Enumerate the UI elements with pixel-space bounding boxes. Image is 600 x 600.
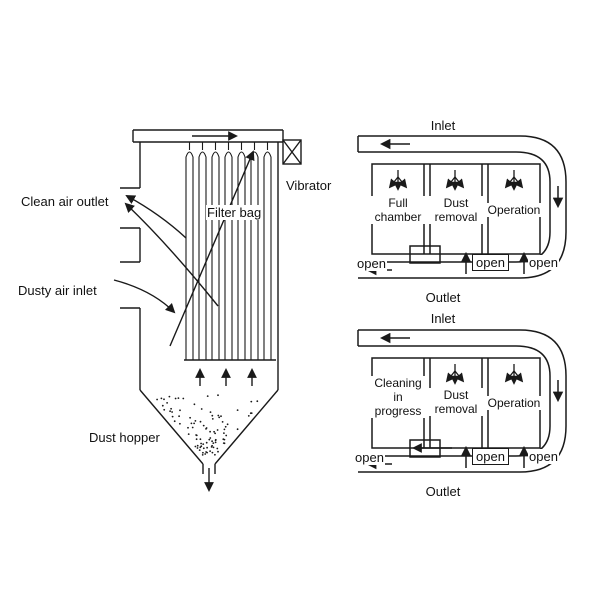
label-clean-air-outlet: Clean air outlet bbox=[20, 194, 110, 210]
label-dust-hopper: Dust hopper bbox=[88, 430, 161, 446]
chamber-label: Dust removal bbox=[429, 388, 483, 417]
valve-state-label: open bbox=[472, 254, 509, 272]
hopper-outline bbox=[139, 389, 279, 474]
flow-split-arrow bbox=[447, 170, 463, 189]
chamber-label: Operation bbox=[486, 203, 542, 218]
flow-split-arrow bbox=[390, 170, 406, 189]
flow-split-arrow bbox=[447, 364, 463, 383]
valve-state-label: open bbox=[528, 255, 559, 271]
flow-arrow-to-outlet-1 bbox=[124, 202, 219, 307]
flow-arrow-through-bags bbox=[169, 150, 255, 347]
valve-state-label: open bbox=[356, 256, 387, 272]
chamber-label: Cleaning in progress bbox=[371, 376, 425, 419]
outlet-label: Outlet bbox=[413, 484, 473, 500]
flow-split-arrow bbox=[506, 364, 522, 383]
dusty-air-inlet-duct bbox=[120, 261, 140, 309]
vibrator-icon bbox=[282, 139, 302, 165]
hopper-up-arrows bbox=[195, 368, 257, 386]
inlet-label: Inlet bbox=[413, 118, 473, 134]
clean-air-outlet-duct bbox=[120, 187, 140, 229]
chamber-label: Full chamber bbox=[371, 196, 425, 225]
flow-split-arrow bbox=[506, 170, 522, 189]
top-plate bbox=[132, 129, 284, 143]
label-filter-bag: Filter bag bbox=[206, 205, 263, 221]
outlet-label: Outlet bbox=[413, 290, 473, 306]
valve-state-label: open bbox=[472, 448, 509, 466]
baghouse-diagram bbox=[113, 129, 302, 492]
flow-arrow-inlet bbox=[113, 279, 176, 314]
chamber-mode-diagram-2 bbox=[358, 330, 566, 472]
chamber-label: Dust removal bbox=[429, 196, 483, 225]
filter-bags bbox=[185, 142, 272, 360]
inlet-label: Inlet bbox=[413, 311, 473, 327]
label-dusty-air-inlet: Dusty air inlet bbox=[17, 283, 98, 299]
valve-state-label: open bbox=[528, 449, 559, 465]
hopper-dust-dots bbox=[156, 394, 259, 456]
flow-arrow-to-outlet-2 bbox=[125, 195, 187, 239]
label-vibrator: Vibrator bbox=[285, 178, 333, 194]
valve-state-label: open bbox=[354, 450, 385, 466]
chamber-label: Operation bbox=[486, 396, 542, 411]
